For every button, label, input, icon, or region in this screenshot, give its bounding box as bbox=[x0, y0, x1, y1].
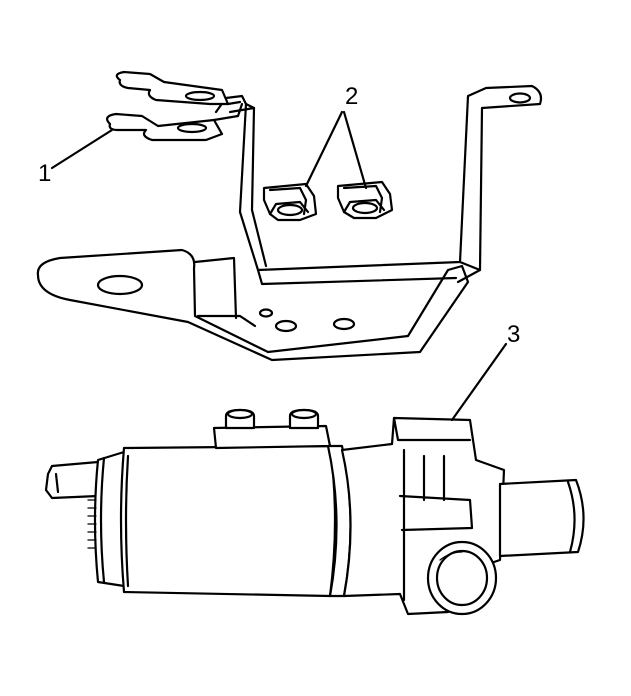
leader-line-2b bbox=[342, 110, 368, 190]
callout-2: 2 bbox=[345, 83, 359, 110]
callout-1: 1 bbox=[38, 160, 52, 187]
leader-line-2a bbox=[304, 110, 344, 188]
mounting-bracket bbox=[36, 70, 543, 362]
clip-nut-right bbox=[336, 180, 394, 220]
pump-assembly bbox=[44, 408, 585, 616]
leader-lines bbox=[50, 110, 508, 422]
callout-3: 3 bbox=[507, 321, 521, 348]
leader-line-1 bbox=[50, 128, 114, 170]
clip-nut-left bbox=[262, 182, 318, 222]
leader-line-3 bbox=[450, 342, 508, 422]
